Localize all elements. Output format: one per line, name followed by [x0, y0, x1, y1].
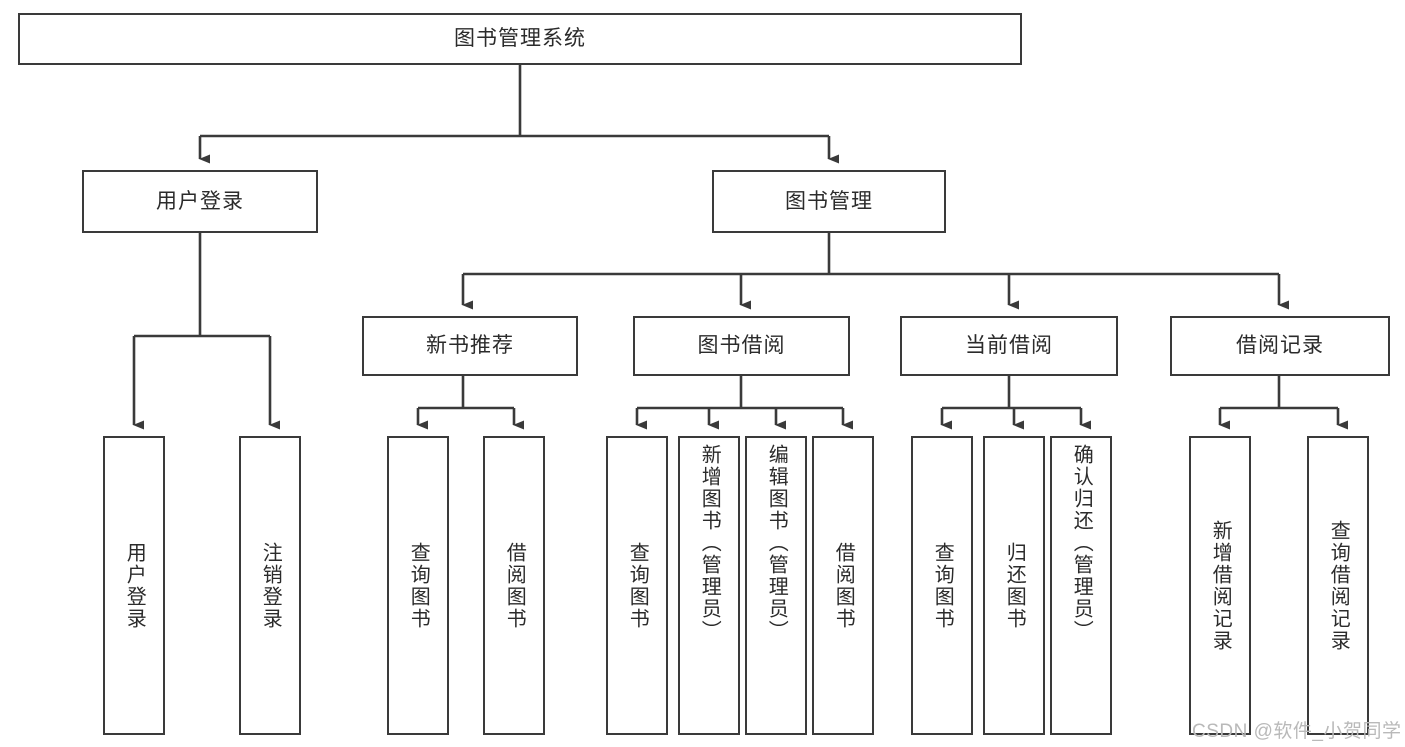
leaf-query-book-current[interactable]: 查询图书 — [911, 436, 973, 735]
leaf-label-query-book-bb: 查询图书 — [626, 541, 649, 630]
node-label-book-borrow: 图书借阅 — [697, 334, 786, 358]
node-label-current-borrow: 当前借阅 — [965, 334, 1053, 358]
leaf-edit-book-admin[interactable]: 编辑图书（管理员） — [745, 436, 807, 735]
leaf-query-borrow-record[interactable]: 查询借阅记录 — [1307, 436, 1369, 735]
node-book-manage[interactable]: 图书管理 — [712, 170, 946, 233]
leaf-add-borrow-record[interactable]: 新增借阅记录 — [1189, 436, 1251, 735]
leaf-borrow-book-new-recommend[interactable]: 借阅图书 — [483, 436, 545, 735]
leaf-return-book[interactable]: 归还图书 — [983, 436, 1045, 735]
leaf-confirm-return-admin[interactable]: 确认归还（管理员） — [1050, 436, 1112, 735]
node-current-borrow[interactable]: 当前借阅 — [900, 316, 1118, 376]
node-label-new-book-recommend: 新书推荐 — [426, 334, 514, 358]
node-label-root: 图书管理系统 — [454, 27, 586, 51]
leaf-label-return-book: 归还图书 — [1003, 541, 1026, 630]
leaf-label-edit-book-admin: 编辑图书（管理员） — [765, 444, 788, 642]
leaf-borrow-book-borrow[interactable]: 借阅图书 — [812, 436, 874, 735]
node-label-user-login: 用户登录 — [156, 189, 244, 213]
leaf-label-confirm-return: 确认归还（管理员） — [1070, 444, 1093, 642]
leaf-query-book-borrow[interactable]: 查询图书 — [606, 436, 668, 735]
node-book-borrow[interactable]: 图书借阅 — [633, 316, 850, 376]
leaf-label-logout-login: 注销登录 — [259, 541, 282, 630]
node-borrow-record[interactable]: 借阅记录 — [1170, 316, 1390, 376]
leaf-label-borrow-book-nbr: 借阅图书 — [503, 541, 526, 630]
node-label-book-manage: 图书管理 — [785, 189, 873, 213]
node-root-system[interactable]: 图书管理系统 — [18, 13, 1022, 65]
node-label-borrow-record: 借阅记录 — [1236, 334, 1324, 358]
leaf-label-add-book-admin: 新增图书（管理员） — [698, 444, 721, 642]
node-user-login[interactable]: 用户登录 — [82, 170, 318, 233]
leaf-user-login[interactable]: 用户登录 — [103, 436, 165, 735]
leaf-label-user-login: 用户登录 — [123, 541, 146, 630]
leaf-label-query-book-nbr: 查询图书 — [407, 541, 430, 630]
leaf-label-query-book-cb: 查询图书 — [931, 541, 954, 630]
leaf-add-book-admin[interactable]: 新增图书（管理员） — [678, 436, 740, 735]
leaf-label-borrow-book-bb: 借阅图书 — [832, 541, 855, 630]
leaf-logout-login[interactable]: 注销登录 — [239, 436, 301, 735]
leaf-query-book-new-recommend[interactable]: 查询图书 — [387, 436, 449, 735]
node-new-book-recommend[interactable]: 新书推荐 — [362, 316, 578, 376]
leaf-label-add-borrow-record: 新增借阅记录 — [1209, 519, 1232, 652]
leaf-label-query-borrow-record: 查询借阅记录 — [1327, 519, 1350, 652]
